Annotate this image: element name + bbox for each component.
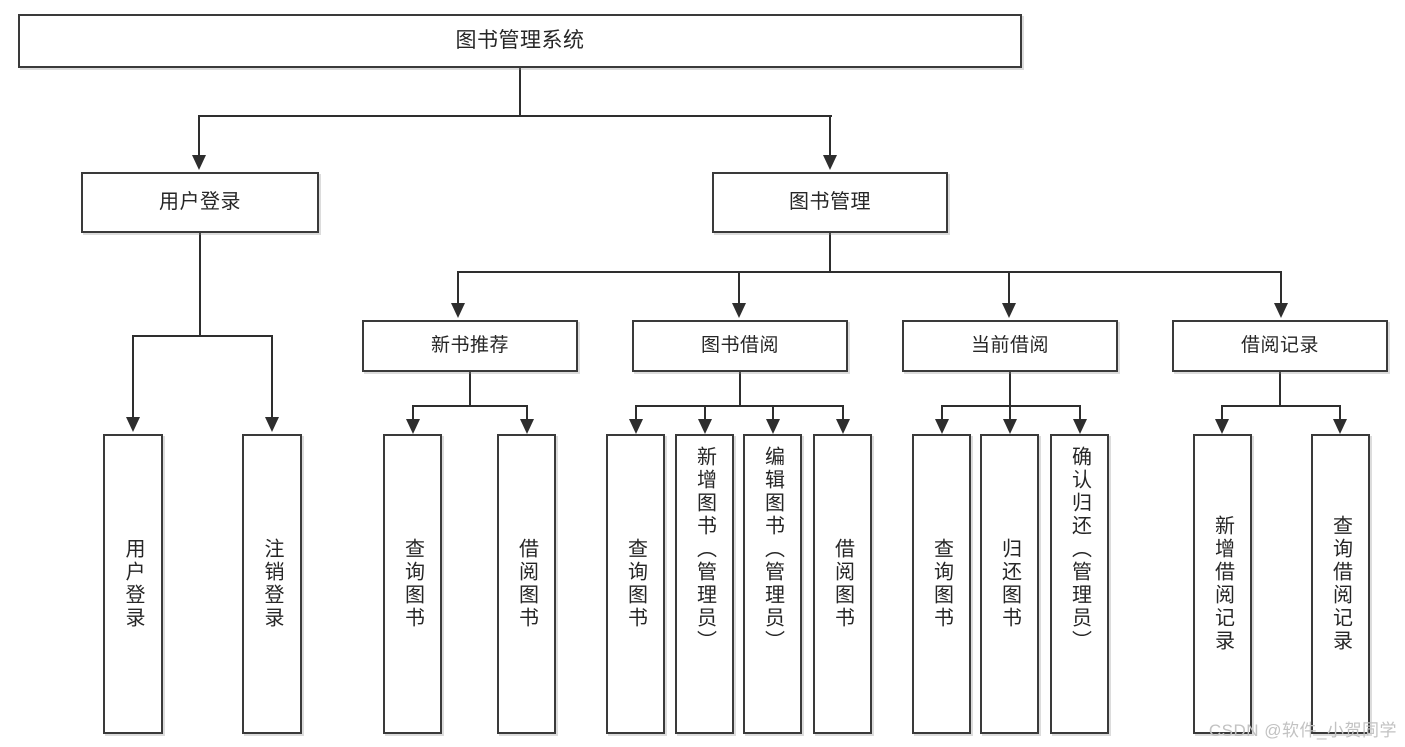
connector-book-borrow-drop-3 — [772, 405, 774, 419]
connector-user-login-drop-2 — [271, 335, 273, 417]
arrow-to-leaf-confirm-return — [1073, 419, 1087, 434]
node-label: 新增借阅记录 — [1211, 515, 1234, 653]
connector-book-borrow-stem — [739, 372, 741, 405]
arrow-to-borrow-record — [1274, 303, 1288, 318]
connector-current-borrow-drop-1 — [941, 405, 943, 419]
connector-borrow-record-drop-2 — [1339, 405, 1341, 419]
node-label: 借阅图书 — [831, 538, 854, 630]
arrow-to-book-borrow — [732, 303, 746, 318]
node-label: 归还图书 — [998, 538, 1021, 630]
node-current-borrow[interactable]: 当前借阅 — [902, 320, 1118, 372]
watermark-text: CSDN @软件_小贺同学 — [1208, 721, 1397, 740]
leaf-query-borrow-record[interactable]: 查询借阅记录 — [1311, 434, 1370, 734]
connector-to-book-borrow — [738, 271, 740, 303]
connector-new-book-bar — [413, 405, 527, 407]
leaf-query-book-recommend[interactable]: 查询图书 — [383, 434, 442, 734]
connector-root-bar — [198, 115, 832, 117]
leaf-add-book-admin[interactable]: 新增图书（管理员） — [675, 434, 734, 734]
node-label: 图书借阅 — [700, 335, 779, 357]
connector-book-borrow-drop-4 — [842, 405, 844, 419]
node-book-manage[interactable]: 图书管理 — [712, 172, 948, 233]
node-user-login[interactable]: 用户登录 — [81, 172, 319, 233]
node-label: 查询图书 — [624, 538, 647, 630]
connector-user-login-stem — [199, 233, 201, 335]
arrow-to-leaf-query-record — [1333, 419, 1347, 434]
node-label: 新增图书（管理员） — [693, 446, 716, 653]
node-label: 图书管理 — [789, 191, 871, 213]
arrow-to-current-borrow — [1002, 303, 1016, 318]
arrow-to-leaf-user-login — [126, 417, 140, 432]
connector-to-borrow-record — [1280, 271, 1282, 303]
connector-root-to-user-login — [198, 115, 200, 155]
node-new-book-recommend[interactable]: 新书推荐 — [362, 320, 578, 372]
node-label: 查询借阅记录 — [1329, 515, 1352, 653]
arrow-to-new-book-recommend — [451, 303, 465, 318]
node-label: 查询图书 — [930, 538, 953, 630]
arrow-to-leaf-borrow-book-1 — [520, 419, 534, 434]
arrow-to-user-login — [192, 155, 206, 170]
connector-root-stem — [519, 68, 521, 115]
leaf-borrow-book-recommend[interactable]: 借阅图书 — [497, 434, 556, 734]
leaf-query-book-borrow[interactable]: 查询图书 — [606, 434, 665, 734]
arrow-to-leaf-edit-book — [766, 419, 780, 434]
leaf-user-login[interactable]: 用户登录 — [103, 434, 163, 734]
node-label: 用户登录 — [122, 538, 144, 630]
connector-book-borrow-drop-2 — [704, 405, 706, 419]
arrow-to-leaf-return-book — [1003, 419, 1017, 434]
arrow-to-leaf-borrow-book-2 — [836, 419, 850, 434]
node-label: 确认归还（管理员） — [1068, 446, 1091, 653]
connector-current-borrow-bar — [941, 405, 1081, 407]
node-label: 编辑图书（管理员） — [761, 446, 784, 653]
node-label: 借阅记录 — [1240, 335, 1319, 357]
connector-root-to-book-manage — [829, 115, 831, 155]
connector-new-book-stem — [469, 372, 471, 405]
connector-current-borrow-drop-2 — [1009, 405, 1011, 419]
node-label: 用户登录 — [159, 191, 241, 213]
connector-book-borrow-drop-1 — [635, 405, 637, 419]
node-borrow-record[interactable]: 借阅记录 — [1172, 320, 1388, 372]
node-root-system[interactable]: 图书管理系统 — [18, 14, 1022, 68]
connector-borrow-record-bar — [1222, 405, 1341, 407]
connector-book-manage-bar — [457, 271, 1282, 273]
node-label: 查询图书 — [401, 538, 424, 630]
arrow-to-leaf-query-book-2 — [629, 419, 643, 434]
arrow-to-leaf-query-book-1 — [406, 419, 420, 434]
connector-current-borrow-stem — [1009, 372, 1011, 405]
leaf-add-borrow-record[interactable]: 新增借阅记录 — [1193, 434, 1252, 734]
connector-user-login-bar — [133, 335, 273, 337]
connector-borrow-record-stem — [1279, 372, 1281, 405]
connector-book-borrow-bar — [635, 405, 844, 407]
connector-current-borrow-drop-3 — [1079, 405, 1081, 419]
node-label: 新书推荐 — [430, 335, 509, 357]
node-book-borrow[interactable]: 图书借阅 — [632, 320, 848, 372]
arrow-to-leaf-query-book-3 — [935, 419, 949, 434]
arrow-to-leaf-add-record — [1215, 419, 1229, 434]
leaf-borrow-book[interactable]: 借阅图书 — [813, 434, 872, 734]
leaf-confirm-return-admin[interactable]: 确认归还（管理员） — [1050, 434, 1109, 734]
connector-new-book-drop-2 — [526, 405, 528, 419]
arrow-to-leaf-add-book — [698, 419, 712, 434]
arrow-to-leaf-logout — [265, 417, 279, 432]
connector-to-new-book — [457, 271, 459, 303]
leaf-query-book-current[interactable]: 查询图书 — [912, 434, 971, 734]
connector-to-current-borrow — [1008, 271, 1010, 303]
connector-new-book-drop-1 — [412, 405, 414, 419]
connector-book-manage-stem — [829, 233, 831, 271]
node-label: 图书管理系统 — [455, 28, 585, 52]
node-label: 借阅图书 — [515, 538, 538, 630]
node-label: 当前借阅 — [970, 335, 1049, 357]
leaf-edit-book-admin[interactable]: 编辑图书（管理员） — [743, 434, 802, 734]
connector-user-login-drop-1 — [132, 335, 134, 417]
leaf-logout[interactable]: 注销登录 — [242, 434, 302, 734]
connector-borrow-record-drop-1 — [1221, 405, 1223, 419]
leaf-return-book[interactable]: 归还图书 — [980, 434, 1039, 734]
node-label: 注销登录 — [261, 538, 283, 630]
arrow-to-book-manage — [823, 155, 837, 170]
